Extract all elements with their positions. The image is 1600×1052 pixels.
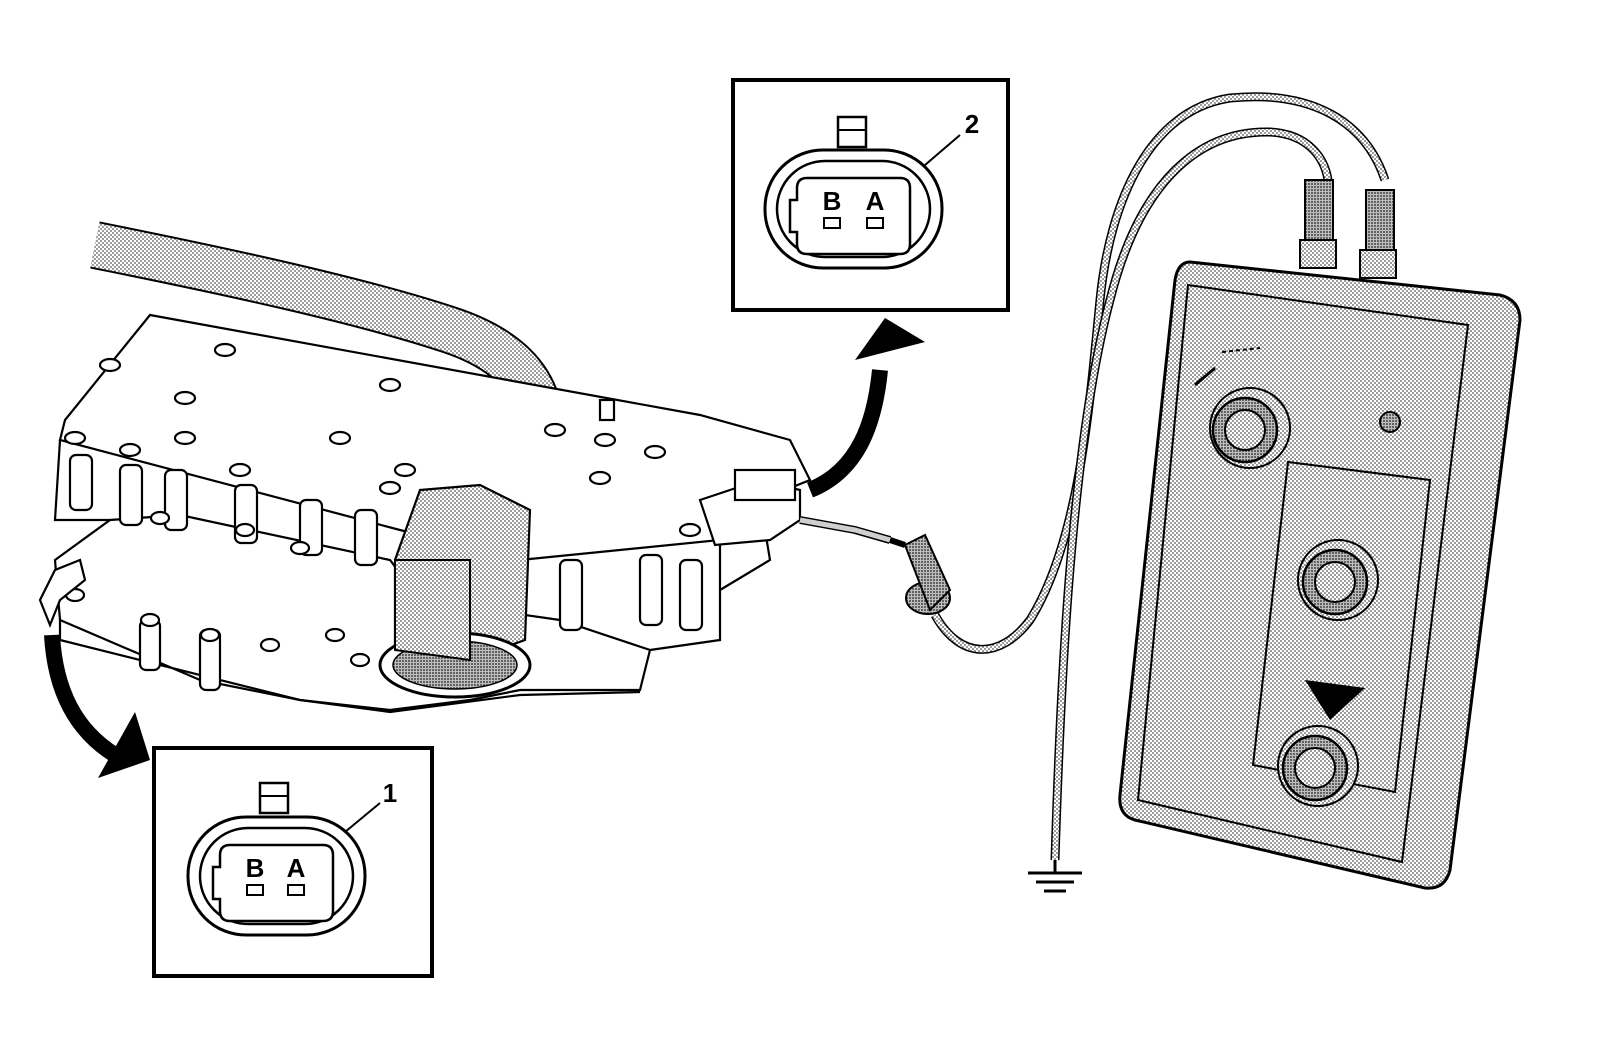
test-box: [1118, 179, 1522, 890]
pin-label-b: B: [246, 853, 265, 883]
pin-label-a: A: [287, 853, 306, 883]
knob-icon: [1194, 347, 1291, 469]
curved-arrow-icon: [806, 318, 925, 498]
pin-label-b: B: [823, 186, 842, 216]
curved-arrow-icon: [44, 634, 150, 778]
callout-label-2: 2: [965, 109, 979, 139]
main-connector: [378, 483, 532, 699]
ground-symbol-icon: [1028, 860, 1082, 893]
knob-icon: [1297, 539, 1379, 621]
connector-view-1: B A 1: [152, 746, 434, 978]
connector-view-2: B A 2: [731, 78, 1010, 312]
test-lead-wire: [799, 92, 1390, 861]
pin-label-a: A: [866, 186, 885, 216]
callout-label-1: 1: [383, 778, 397, 808]
knob-icon: [1277, 680, 1365, 807]
